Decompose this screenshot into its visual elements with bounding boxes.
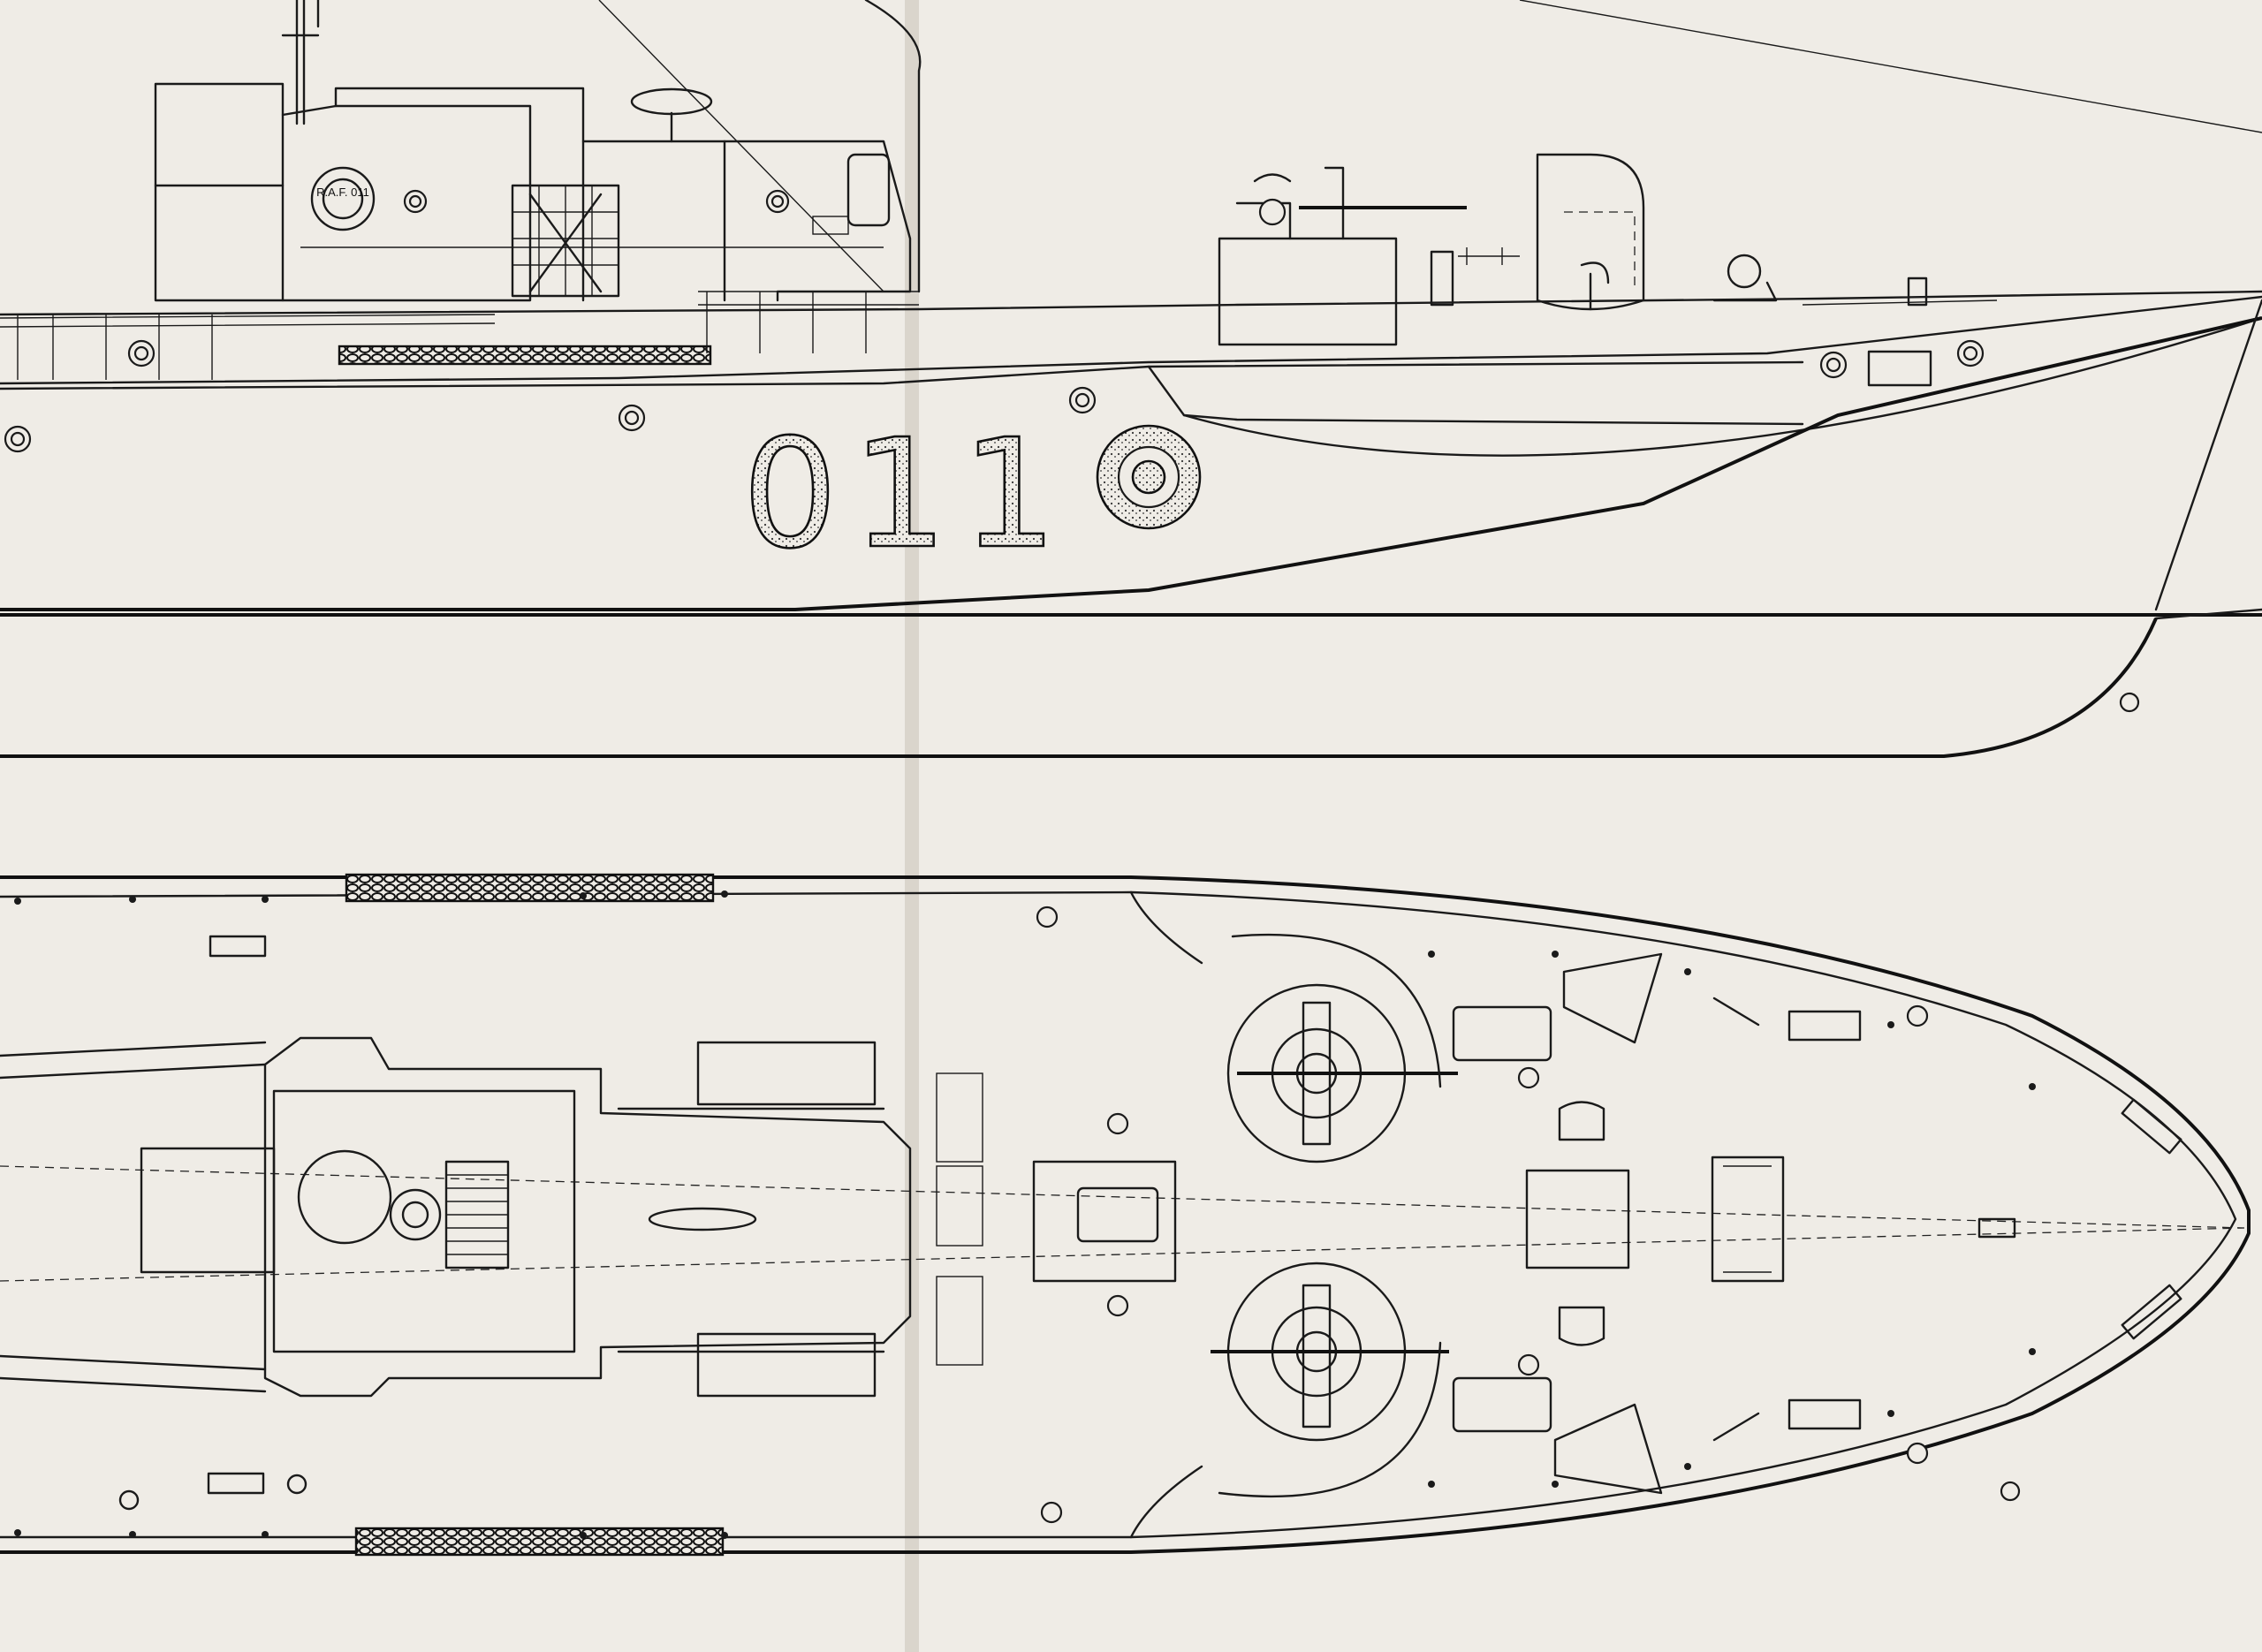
side-elevation: R.A.F. 011 xyxy=(0,0,2262,758)
gun-mount-port xyxy=(1226,933,1458,1163)
plan-view xyxy=(0,873,2251,1557)
gun-mount-starboard xyxy=(1211,1262,1449,1498)
lifebuoy-label: R.A.F. 011 xyxy=(316,186,369,199)
hull-number: 011 xyxy=(742,407,1071,582)
rail-stanchions xyxy=(14,890,2036,1539)
center-fold xyxy=(905,0,919,1652)
